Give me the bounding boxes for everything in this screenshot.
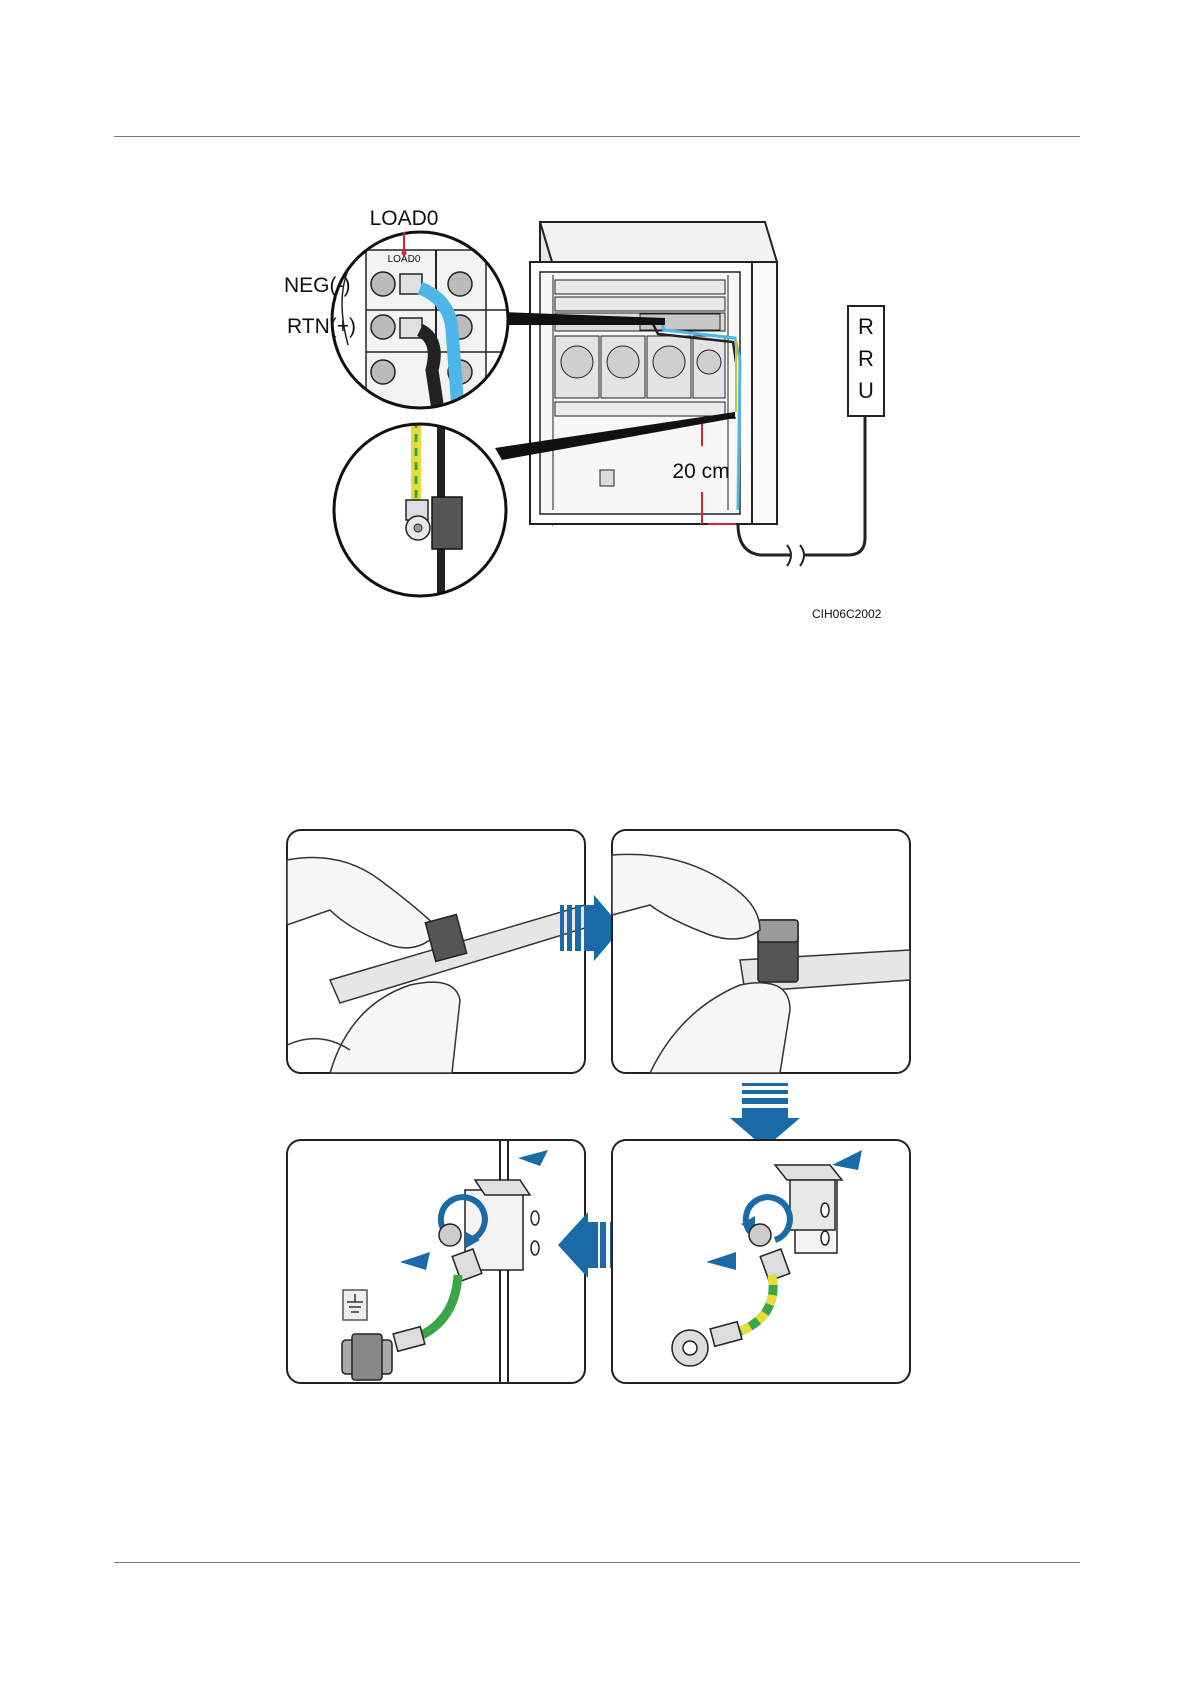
ground-clip-detail-callout: [330, 420, 510, 600]
terminal-detail-callout: LOAD0: [330, 232, 510, 410]
rru-label-2: R: [858, 346, 874, 371]
figure-ground-clip-steps: [287, 830, 910, 1383]
step-panel-4: [287, 1140, 585, 1383]
arrow-down: [730, 1083, 800, 1148]
step-panel-2: [612, 830, 910, 1073]
load0-label: LOAD0: [370, 207, 439, 230]
rru-cable: [738, 524, 790, 555]
neg-label: NEG(-): [284, 274, 351, 297]
figure-power-cable-diagram: R R U 20 cm: [284, 207, 884, 621]
rectifier-modules: [555, 336, 725, 398]
distance-label: 20 cm: [672, 460, 729, 483]
rru-label-1: R: [858, 314, 874, 339]
step-panel-1: [287, 830, 585, 1073]
step-panel-3: [612, 1140, 910, 1383]
rru-label-3: U: [858, 378, 874, 403]
load0-small-label: LOAD0: [388, 254, 421, 265]
figure-code: CIH06C2002: [812, 607, 882, 621]
